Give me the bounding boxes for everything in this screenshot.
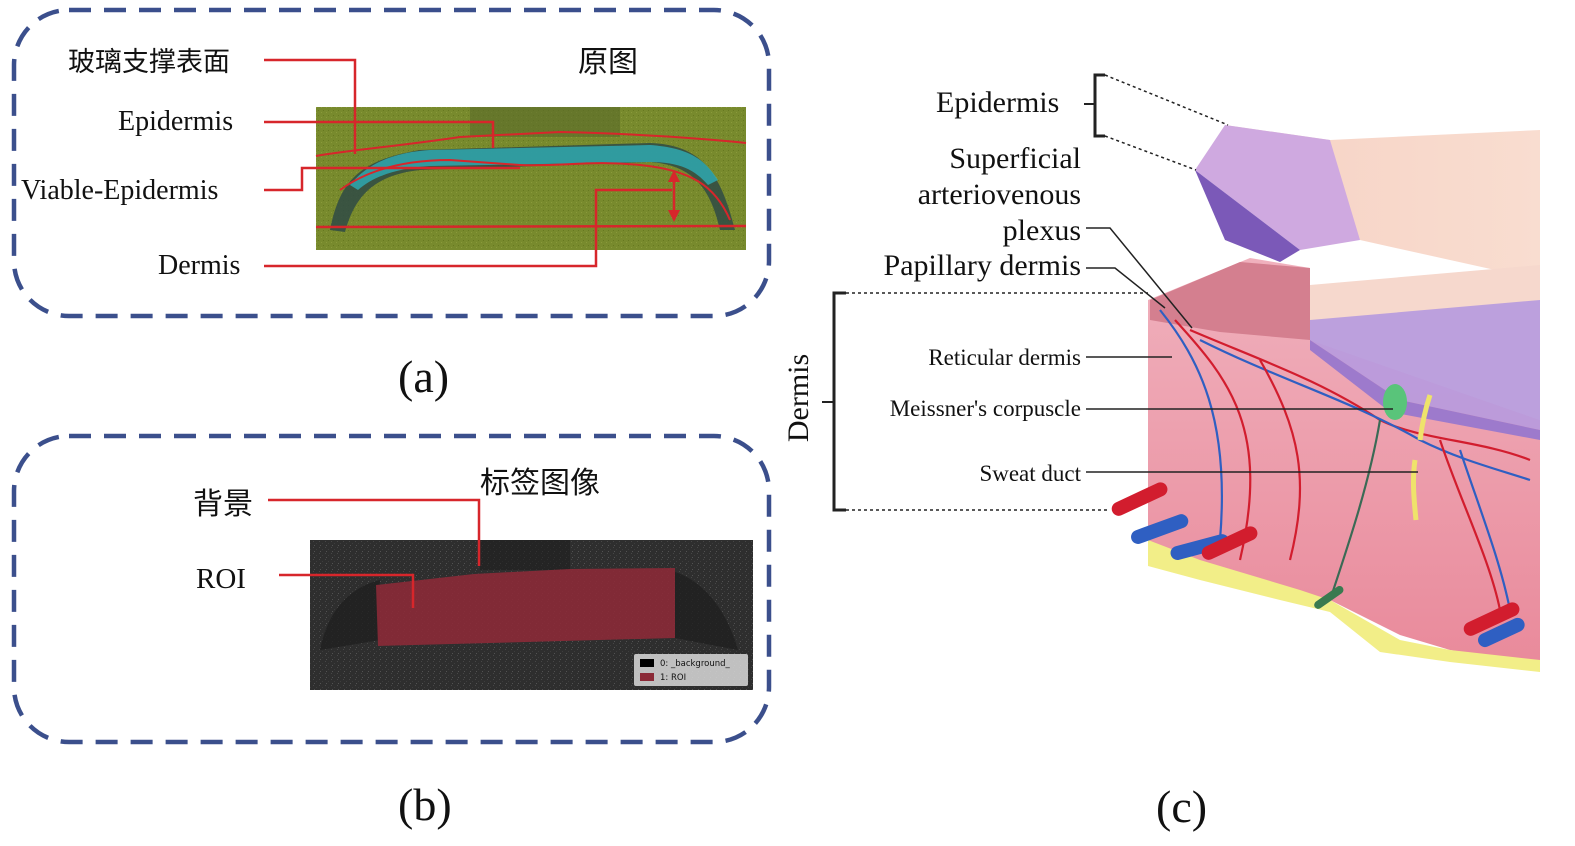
label-glass-surface: 玻璃支撑表面 (68, 47, 230, 77)
panel-a-dashed-frame (11, 7, 772, 319)
legend-background: 0: _background_ (660, 659, 730, 669)
panel-a-title: 原图 (578, 46, 638, 79)
label-roi: ROI (196, 563, 246, 595)
legend-roi: 1: ROI (660, 673, 686, 683)
panel-b-caption: (b) (398, 779, 452, 830)
panel-b-leaders (268, 498, 481, 608)
panel-c-leaders (822, 73, 1418, 512)
panel-a-caption: (a) (398, 351, 449, 402)
label-image: 0: _background_ 1: ROI (310, 540, 753, 690)
label-legend: 0: _background_ 1: ROI (634, 654, 748, 686)
label-meissner: Meissner's corpuscle (890, 396, 1081, 421)
label-papillary-dermis: Papillary dermis (884, 249, 1081, 282)
panel-b-title: 标签图像 (480, 467, 600, 500)
panel-a-leaders (264, 58, 672, 268)
oct-image (315, 107, 747, 250)
panel-b: 标签图像 0: _background_ 1: ROI 背景 ROI (b) (11, 433, 772, 830)
label-background: 背景 (193, 488, 253, 521)
label-dermis-a: Dermis (158, 250, 240, 281)
label-dermis-c: Dermis (782, 354, 815, 442)
label-superficial-1: Superficial (949, 142, 1081, 175)
label-epidermis-c: Epidermis (936, 86, 1059, 119)
label-reticular-dermis: Reticular dermis (928, 345, 1081, 370)
label-superficial-3: plexus (1003, 214, 1081, 247)
panel-a: 原图 玻璃支撑表面 Epidermis Viable-Epidermis Der… (11, 7, 772, 402)
panel-c-caption: (c) (1156, 781, 1207, 832)
panel-c: Epidermis Superficial arteriovenous plex… (782, 73, 1540, 832)
label-epidermis-a: Epidermis (118, 106, 233, 137)
label-viable-epidermis: Viable-Epidermis (21, 175, 218, 206)
panel-b-dashed-frame (11, 433, 772, 745)
label-sweat-duct: Sweat duct (979, 461, 1081, 486)
skin-illustration (1111, 125, 1540, 672)
label-superficial-2: arteriovenous (918, 178, 1081, 211)
